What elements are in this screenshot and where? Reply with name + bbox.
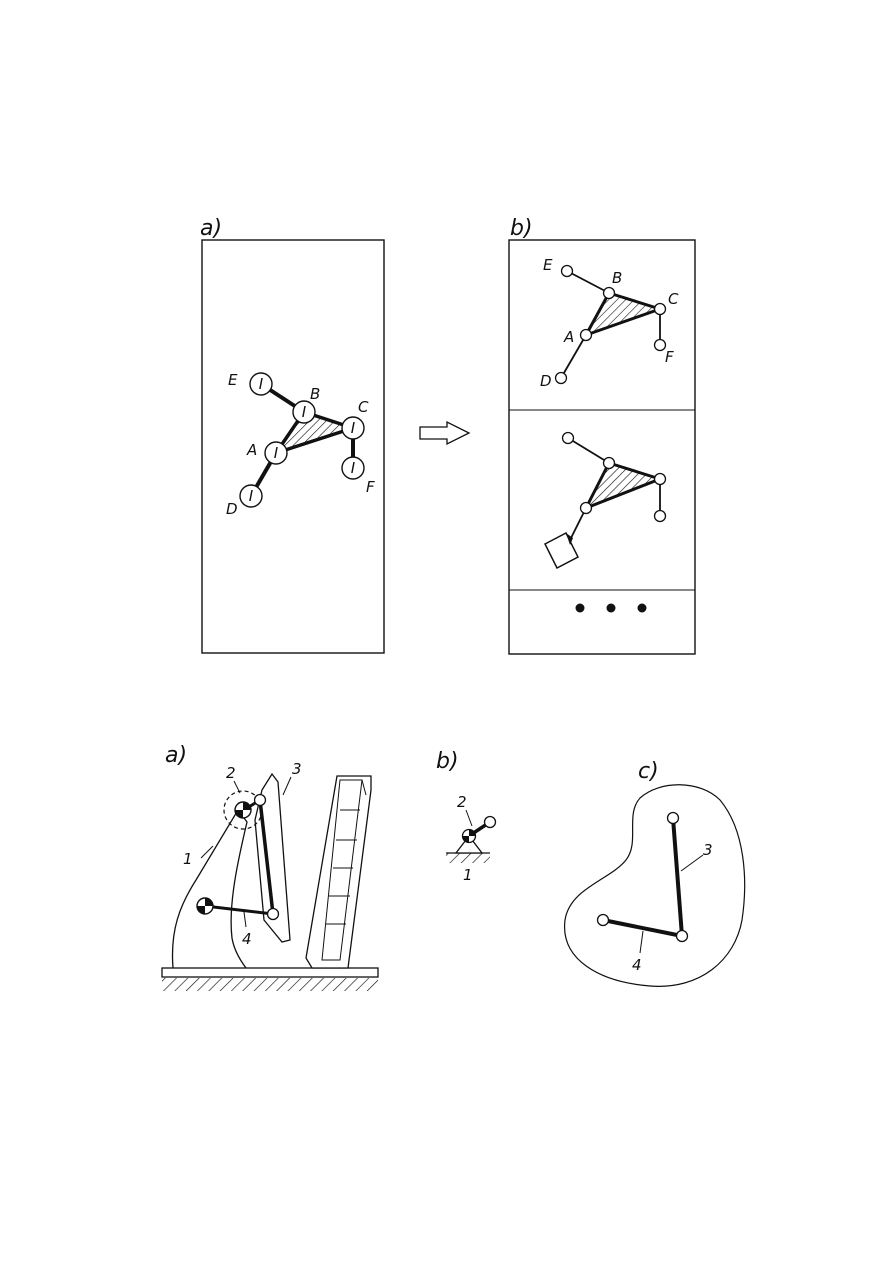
swing-jaw: [254, 772, 291, 943]
label-c: C: [358, 398, 369, 416]
joint-coupler-rocker: [266, 907, 280, 921]
crank-circle: [223, 790, 263, 830]
node-c: I: [341, 416, 365, 440]
node-d: I: [239, 484, 263, 508]
label-b-e: E: [543, 256, 553, 274]
slider-block: [544, 531, 579, 570]
joint-crank-coupler: [253, 793, 267, 807]
figure2-panel-a-label: a): [165, 743, 187, 768]
callout-b-2: 2: [457, 793, 467, 811]
crank-pivot: [234, 801, 252, 819]
svg-text:I: I: [302, 403, 307, 421]
mechanism-variant-1: E B C A F D: [540, 256, 679, 390]
figure1-panel-a-label: a): [200, 216, 222, 241]
svg-text:I: I: [259, 375, 264, 393]
ground-hatch-b: [446, 853, 490, 863]
svg-text:I: I: [351, 459, 356, 477]
mechanism-variant-2: [544, 431, 667, 570]
ground-hatch: [162, 978, 378, 991]
rocker-pivot: [196, 897, 214, 915]
figure2-panel-b: b) 2 1: [436, 749, 497, 884]
callout-b-1: 1: [463, 866, 473, 884]
ellipsis-dots-icon: [575, 603, 647, 613]
node-e: I: [249, 372, 273, 396]
label-b: B: [310, 385, 320, 403]
label-b-f: F: [665, 348, 674, 366]
label-b-d: D: [540, 372, 552, 390]
figure2-panel-a: a): [161, 743, 379, 991]
coupler-plane-outline: [564, 784, 746, 987]
svg-text:I: I: [249, 487, 254, 505]
panel-b-frame: [508, 239, 696, 655]
callout-2: 2: [226, 764, 236, 782]
callout-1: 1: [183, 850, 193, 868]
callout-4: 4: [242, 930, 252, 948]
svg-text:I: I: [351, 419, 356, 437]
figure2-panel-c: c) 3 4: [564, 759, 746, 987]
label-d: D: [226, 500, 238, 518]
link-c-a: [275, 426, 354, 455]
figure2-panel-b-label: b): [436, 749, 459, 774]
figure2-panel-c-label: c): [638, 759, 659, 784]
callout-c-4: 4: [632, 956, 642, 974]
label-a: A: [246, 441, 257, 459]
node-b: I: [292, 400, 316, 424]
coupler-link-c: [671, 817, 684, 937]
label-b-b: B: [612, 269, 622, 287]
rocker-link-c: [602, 918, 683, 938]
right-arrow-icon: [419, 420, 471, 446]
figure1-panel-a: a) I I I I I I: [200, 216, 385, 654]
svg-text:I: I: [274, 444, 279, 462]
coupler-link: [258, 799, 275, 915]
callout-3: 3: [292, 760, 302, 778]
label-b-c: C: [668, 290, 679, 308]
crank-pivot-b: [461, 828, 477, 844]
label-e: E: [228, 371, 238, 389]
node-a: I: [264, 441, 288, 465]
panel-a-frame: [201, 239, 385, 654]
label-f: F: [366, 478, 375, 496]
base-plate: [161, 967, 379, 978]
rocker-link: [204, 904, 274, 916]
node-f: I: [341, 456, 365, 480]
frame-body: [171, 808, 248, 969]
label-b-a: A: [563, 328, 574, 346]
figure1-panel-b: b) E B C A F D: [508, 216, 696, 655]
figure1-panel-b-label: b): [510, 216, 533, 241]
callout-c-3: 3: [703, 841, 713, 859]
fixed-jaw: [305, 775, 372, 969]
